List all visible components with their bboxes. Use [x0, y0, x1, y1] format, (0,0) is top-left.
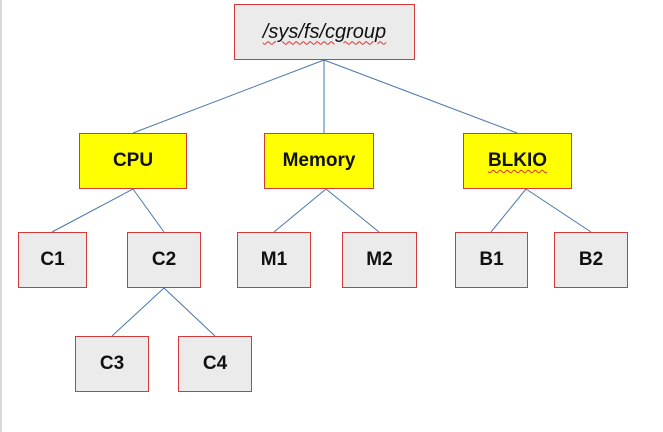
node-c1: C1: [18, 232, 87, 288]
edge-blkio-b1: [490, 188, 527, 233]
node-c4-label: C4: [202, 353, 228, 374]
node-b1: B1: [455, 232, 528, 288]
node-b2-label: B2: [578, 249, 604, 270]
node-root-cgroup: /sys/fs/cgroup: [234, 4, 415, 60]
node-c3-label: C3: [99, 353, 125, 374]
node-c2: C2: [127, 232, 201, 288]
node-m1-label: M1: [260, 249, 288, 270]
node-cpu-controller: CPU: [79, 133, 187, 189]
node-c2-label: C2: [151, 249, 177, 270]
node-c3: C3: [75, 336, 149, 392]
edge-cpu-c2: [132, 188, 165, 233]
edge-memory-m1: [273, 188, 327, 233]
edge-blkio-b2: [525, 188, 592, 233]
node-blkio-label: BLKIO: [487, 150, 548, 171]
edge-root-cpu: [132, 59, 325, 134]
edge-c2-c3: [111, 287, 165, 337]
edge-cpu-c1: [51, 188, 134, 233]
edge-c2-c4: [163, 287, 216, 337]
edge-root-blkio: [323, 59, 518, 134]
node-b1-label: B1: [479, 249, 504, 270]
node-memory-label: Memory: [282, 150, 356, 171]
node-c1-label: C1: [40, 249, 65, 270]
node-root-label: /sys/fs/cgroup: [262, 20, 387, 43]
page-left-border: [0, 0, 2, 432]
edge-memory-m2: [325, 188, 380, 233]
node-m2: M2: [342, 232, 417, 288]
node-b2: B2: [554, 232, 628, 288]
node-c4: C4: [178, 336, 252, 392]
node-m1: M1: [237, 232, 311, 288]
node-memory-controller: Memory: [264, 133, 374, 189]
node-blkio-controller: BLKIO: [463, 133, 572, 189]
node-cpu-label: CPU: [112, 150, 154, 171]
node-m2-label: M2: [366, 249, 393, 270]
